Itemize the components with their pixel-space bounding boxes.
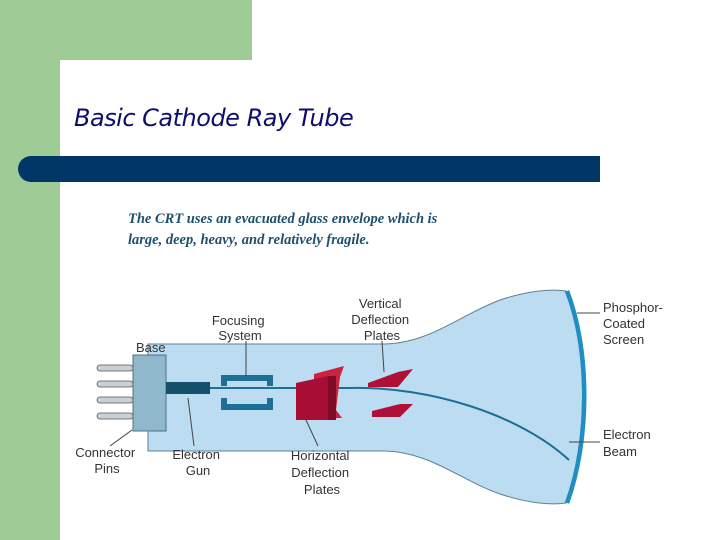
vertical-deflection-plates bbox=[368, 369, 413, 417]
slide-description: The CRT uses an evacuated glass envelope… bbox=[128, 209, 548, 251]
description-line-2: large, deep, heavy, and relatively fragi… bbox=[128, 232, 370, 248]
slide-title: Basic Cathode Ray Tube bbox=[74, 104, 354, 132]
connector-pins-label: Connector Pins bbox=[75, 445, 139, 476]
green-accent-top bbox=[0, 0, 252, 60]
leader-lines bbox=[109, 312, 600, 447]
connector-pins bbox=[96, 364, 134, 420]
phosphor-screen bbox=[564, 290, 587, 504]
electron-gun bbox=[166, 382, 210, 394]
tube-base bbox=[132, 354, 167, 432]
horizontal-deflection-plates bbox=[296, 366, 344, 420]
focusing-system-label: Focusing System bbox=[212, 313, 268, 343]
electron-beam-label: Electron Beam bbox=[603, 427, 654, 459]
vertical-deflection-plates-label: Vertical Deflection Plates bbox=[351, 296, 412, 343]
base-label: Base bbox=[136, 340, 166, 355]
focusing-system bbox=[221, 375, 273, 410]
title-underline-bar bbox=[18, 156, 600, 182]
electron-gun-label: Electron Gun bbox=[172, 447, 223, 478]
description-line-1: The CRT uses an evacuated glass envelope… bbox=[128, 211, 438, 227]
horizontal-deflection-plates-label: Horizontal Deflection Plates bbox=[291, 448, 353, 497]
green-accent-side bbox=[0, 60, 60, 540]
phosphor-coated-screen-label: Phosphor- Coated Screen bbox=[603, 300, 667, 347]
electron-beam-path bbox=[210, 386, 570, 461]
